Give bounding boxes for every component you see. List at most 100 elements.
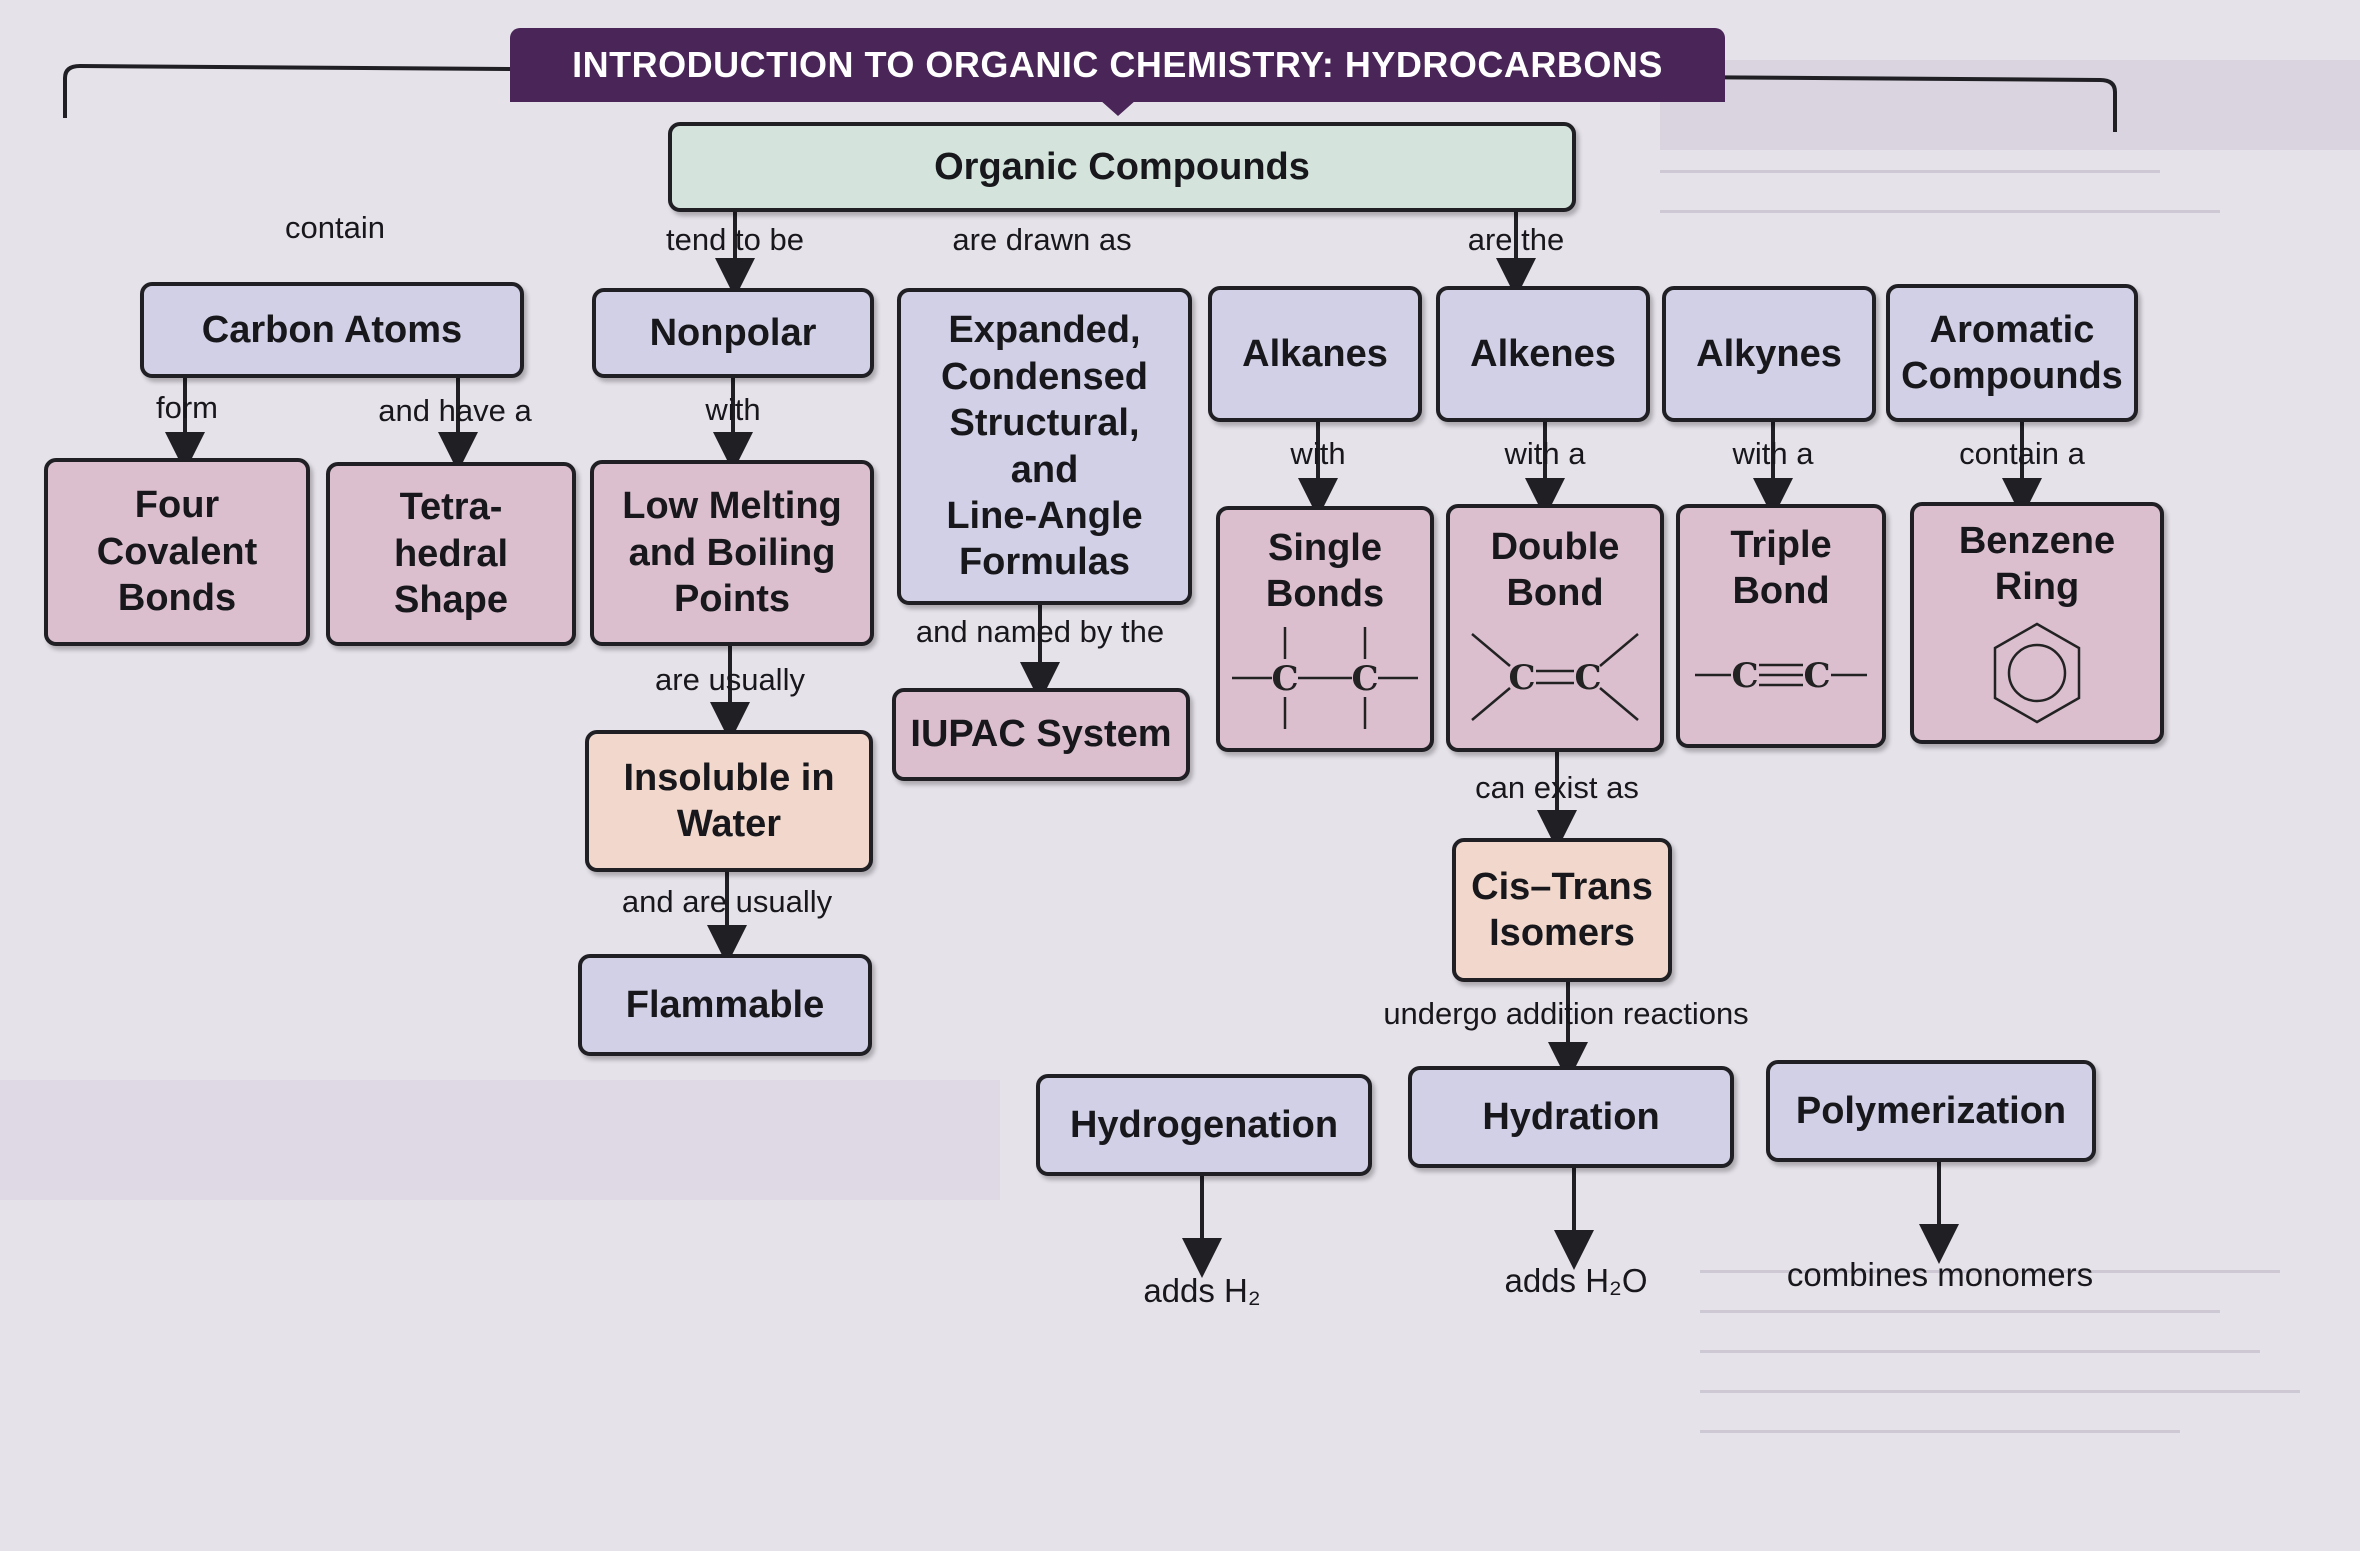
node-label-line: Line-Angle: [946, 494, 1143, 537]
node-four-covalent-bonds: Four Covalent Bonds: [44, 458, 310, 646]
link-with-alkanes: with: [1290, 436, 1346, 471]
node-polymerization: Polymerization: [1766, 1060, 2096, 1162]
node-label: Hydrogenation: [1069, 1103, 1339, 1146]
background-shade: [1660, 60, 2360, 150]
node-label-line: and Boiling: [628, 531, 836, 574]
node-tetrahedral-shape: Tetra- hedral Shape: [326, 462, 576, 646]
background-line: [1700, 1350, 2260, 1353]
node-label-line: Four: [134, 484, 220, 527]
link-contain: contain: [285, 210, 385, 245]
node-carbon-atoms: Carbon Atoms: [140, 282, 524, 378]
node-label: Flammable: [625, 983, 825, 1026]
node-label: Carbon Atoms: [201, 308, 463, 351]
node-cis-trans-isomers: Cis–Trans Isomers: [1452, 838, 1672, 982]
link-undergo-addition-reactions: undergo addition reactions: [1383, 996, 1749, 1031]
link-are-drawn-as: are drawn as: [952, 222, 1132, 257]
node-label: Alkenes: [1470, 332, 1616, 375]
node-label-line: Insoluble in: [623, 756, 835, 799]
node-label-line: Low Melting: [622, 485, 842, 528]
single-bond-structure: C C: [1232, 627, 1418, 730]
node-aromatic-compounds: Aromatic Compounds: [1886, 284, 2138, 422]
background-line: [1700, 1430, 2180, 1433]
link-with: with: [705, 392, 761, 427]
link-and-have-a: and have a: [378, 393, 532, 428]
node-label-line: Points: [673, 578, 791, 621]
node-label-line: Single: [1267, 526, 1383, 569]
svg-text:C: C: [1271, 659, 1298, 699]
link-can-exist-as: can exist as: [1475, 770, 1639, 805]
node-alkenes: Alkenes: [1436, 286, 1650, 422]
node-formulas: Expanded, Condensed Structural, and Line…: [897, 288, 1192, 605]
node-label: Hydration: [1482, 1095, 1660, 1138]
node-label-line: Aromatic: [1929, 308, 2095, 351]
node-label-line: Isomers: [1489, 912, 1635, 954]
node-organic-compounds: Organic Compounds: [668, 122, 1576, 212]
node-label: Nonpolar: [649, 311, 817, 354]
page-title: INTRODUCTION TO ORGANIC CHEMISTRY: HYDRO…: [510, 28, 1725, 102]
node-label-line: Cis–Trans: [1471, 865, 1653, 908]
node-label-line: Bond: [1506, 572, 1604, 614]
caption-combines-monomers: combines monomers: [1786, 1256, 2094, 1293]
node-hydration: Hydration: [1408, 1066, 1734, 1168]
link-with-a-alkenes: with a: [1504, 436, 1586, 471]
node-triple-bond: Triple Bond C C: [1676, 504, 1886, 748]
link-named-by: and named by the: [915, 614, 1165, 649]
link-contain-a: contain a: [1959, 436, 2085, 471]
link-form: form: [156, 390, 218, 425]
background-line: [1700, 1390, 2300, 1393]
node-label-line: Condensed: [941, 355, 1148, 398]
svg-text:C: C: [1351, 659, 1378, 699]
node-low-melting-points: Low Melting and Boiling Points: [590, 460, 874, 646]
triple-bond-structure: C C: [1695, 656, 1867, 696]
node-label-line: Double: [1490, 525, 1620, 568]
node-double-bond: Double Bond C C: [1446, 504, 1664, 752]
node-label-line: Water: [676, 803, 782, 845]
node-alkanes: Alkanes: [1208, 286, 1422, 422]
node-label: Alkanes: [1242, 332, 1388, 375]
link-tend-to-be: tend to be: [666, 222, 804, 257]
node-label-line: hedral: [393, 532, 509, 575]
node-label: IUPAC System: [910, 713, 1172, 756]
node-label-line: Triple: [1730, 523, 1832, 566]
node-label-line: Bonds: [1265, 573, 1385, 615]
node-label: Alkynes: [1696, 332, 1842, 375]
node-label-line: Covalent: [96, 530, 258, 573]
svg-text:C: C: [1803, 656, 1830, 696]
benzene-ring-icon: [1993, 622, 2081, 724]
node-label-line: Benzene: [1958, 519, 2116, 562]
node-alkynes: Alkynes: [1662, 286, 1876, 422]
background-line: [1660, 170, 2160, 173]
banner-pointer: [1100, 100, 1136, 116]
double-bond-structure: C C: [1471, 633, 1639, 722]
node-single-bonds: Single Bonds C C: [1216, 506, 1434, 752]
node-label-line: Shape: [393, 579, 509, 622]
node-label-line: Ring: [1994, 566, 2080, 608]
node-flammable: Flammable: [578, 954, 872, 1056]
background-line: [1660, 210, 2220, 213]
caption-adds-h2: adds H₂: [1143, 1272, 1261, 1309]
node-label-line: and: [1010, 448, 1079, 491]
node-iupac-system: IUPAC System: [892, 688, 1190, 781]
node-nonpolar: Nonpolar: [592, 288, 874, 378]
background-shade: [0, 1080, 1000, 1200]
link-are-the: are the: [1467, 222, 1565, 257]
node-hydrogenation: Hydrogenation: [1036, 1074, 1372, 1176]
svg-text:C: C: [1731, 656, 1758, 696]
node-label: Organic Compounds: [934, 145, 1310, 188]
node-label-line: Tetra-: [399, 486, 503, 529]
node-insoluble-in-water: Insoluble in Water: [585, 730, 873, 872]
node-label-line: Bonds: [117, 577, 237, 620]
svg-text:C: C: [1574, 658, 1601, 698]
caption-adds-h2o: adds H₂O: [1504, 1262, 1648, 1299]
background-line: [1700, 1270, 2280, 1273]
node-label-line: Bond: [1732, 570, 1830, 612]
link-with-a-alkynes: with a: [1732, 436, 1814, 471]
node-label-line: Structural,: [949, 402, 1140, 445]
node-label-line: Compounds: [1901, 355, 2123, 397]
link-and-are-usually: and are usually: [621, 884, 833, 919]
node-label-line: Expanded,: [948, 309, 1141, 352]
node-label-line: Formulas: [958, 541, 1131, 584]
svg-text:C: C: [1508, 658, 1535, 698]
background-line: [1700, 1310, 2220, 1313]
